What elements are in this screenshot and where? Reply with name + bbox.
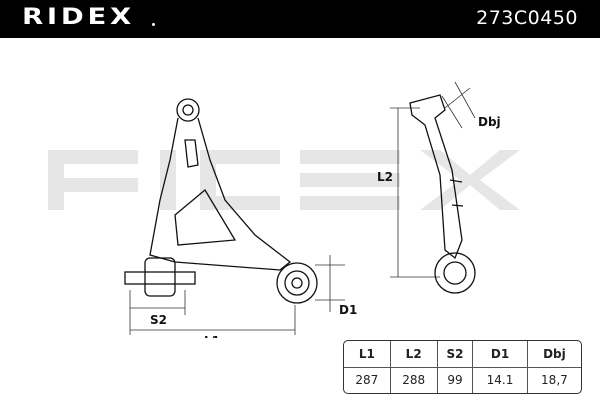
- ridex-watermark: [48, 150, 520, 210]
- spec-value: 18,7: [526, 367, 581, 393]
- spec-header-row: L1 L2 S2 D1 Dbj: [344, 341, 581, 368]
- label-l1: L1: [204, 334, 220, 338]
- spec-header: D1: [472, 341, 528, 368]
- spec-value: 14.1: [472, 367, 528, 393]
- label-s2: S2: [150, 313, 167, 327]
- spec-header: S2: [436, 341, 473, 368]
- logo-dot: [152, 23, 155, 26]
- label-l2: L2: [377, 170, 393, 184]
- technical-drawing: S2 L1 D1 L2 Dbj: [48, 81, 520, 338]
- dimension-lines: [129, 81, 476, 335]
- label-dbj: Dbj: [478, 115, 501, 129]
- part-number: 273C0450: [476, 7, 578, 29]
- spec-table: L1 L2 S2 D1 Dbj 287 288 99 14.1 18,7: [343, 340, 582, 394]
- spec-value-row: 287 288 99 14.1 18,7: [344, 367, 581, 393]
- spec-header: Dbj: [526, 341, 581, 368]
- spec-value: 288: [389, 367, 438, 393]
- control-arm-front-view: [124, 98, 318, 304]
- ridex-logo: RIDEX: [22, 5, 135, 30]
- label-d1: D1: [339, 303, 357, 317]
- header-bar: RIDEX 273C0450: [0, 0, 600, 38]
- control-arm-side-view: [409, 94, 476, 294]
- spec-header: L1: [344, 341, 391, 368]
- spec-value: 287: [355, 373, 379, 388]
- spec-header: L2: [389, 341, 438, 368]
- spec-value: 99: [436, 367, 473, 393]
